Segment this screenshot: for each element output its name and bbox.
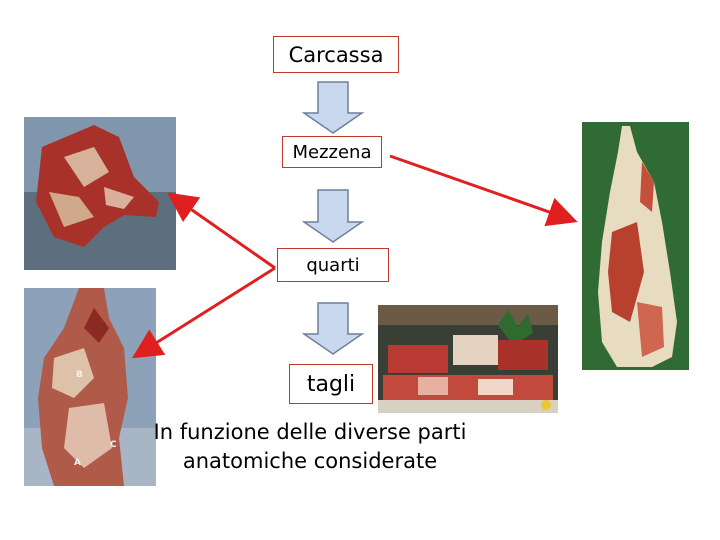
quarti-label: quarti [306,255,359,276]
arrow-mezzena-to-half [390,156,572,220]
caption-line-2: anatomiche considerate [110,447,510,476]
carcassa-label: Carcassa [289,43,384,67]
caption-line-1: In funzione delle diverse parti [110,418,510,447]
arrow-quarti-to-forequarter [172,196,275,268]
carcassa-box: Carcassa [273,36,399,73]
quarti-box: quarti [277,248,389,282]
mezzena-label: Mezzena [292,142,371,163]
mezzena-box: Mezzena [282,136,382,168]
down-arrow-1 [304,82,362,133]
down-arrow-3 [304,303,362,354]
tagli-box: tagli [289,364,373,404]
tagli-label: tagli [307,372,355,397]
down-arrow-2 [304,190,362,242]
caption: In funzione delle diverse parti anatomic… [110,418,510,476]
arrow-quarti-to-hindquarter [137,268,275,355]
